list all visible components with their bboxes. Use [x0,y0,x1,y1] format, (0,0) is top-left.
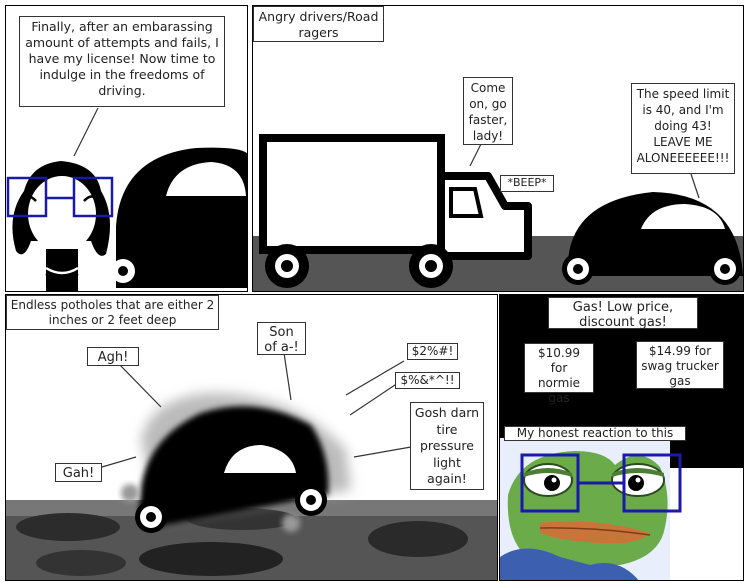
panel-road-ragers-art [253,134,743,291]
panel-road-ragers: Angry drivers/Road ragers Come on, go fa… [252,5,744,292]
tire-pressure-text: Gosh darn tire pressure light again! [410,402,484,490]
panel-gas: Gas! Low price, discount gas! $10.99 for… [499,294,744,581]
gah-text: Gah! [55,463,102,482]
curse-1-text: $2%#! [407,343,458,360]
normie-gas-price: $10.99 for normie gas [524,343,594,405]
trucker-gas-price: $14.99 for swag trucker gas [636,341,724,389]
potholes-title: Endless potholes that are either 2 inche… [6,295,219,330]
panel-potholes: Endless potholes that are either 2 inche… [5,294,498,581]
agh-text: Agh! [87,347,139,366]
curse-2-text: $%&*^!! [395,372,460,389]
truck-speech: Come on, go faster, lady! [463,77,513,145]
license-caption: Finally, after an embarassing amount of … [19,16,225,107]
pepe-frog-image [500,438,743,580]
reaction-caption: My honest reaction to this [504,426,686,441]
panel-license-art [6,107,247,291]
panel-potholes-art [6,352,497,580]
car-speech: The speed limit is 40, and I'm doing 43!… [631,83,735,174]
son-of-text: Son of a-! [257,322,306,355]
beep-text: *BEEP* [500,175,554,192]
gas-title: Gas! Low price, discount gas! [548,297,698,330]
panel-license: Finally, after an embarassing amount of … [5,5,248,292]
road-ragers-title: Angry drivers/Road ragers [253,6,384,42]
